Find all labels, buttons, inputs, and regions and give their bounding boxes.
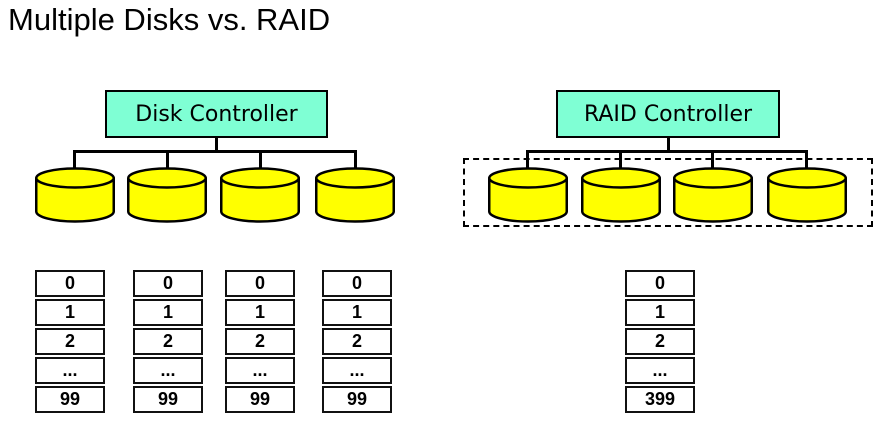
disk-cylinder-icon [767, 167, 847, 223]
block-cell: 2 [625, 328, 695, 355]
drop-line [259, 150, 262, 172]
raid-array-boundary [463, 158, 873, 227]
disk-cylinder-icon [35, 167, 115, 223]
bus-line [526, 150, 808, 153]
block-cell: 0 [133, 270, 203, 297]
block-column: 0 1 2 ... 99 [225, 270, 295, 413]
block-cell: ... [225, 357, 295, 384]
drop-line [354, 150, 357, 172]
drop-line [526, 150, 529, 172]
drop-line [805, 150, 808, 172]
block-cell: 99 [133, 386, 203, 413]
block-cell: ... [322, 357, 392, 384]
block-cell: 1 [625, 299, 695, 326]
disk-controller-label: Disk Controller [135, 101, 298, 127]
block-cell: 1 [133, 299, 203, 326]
block-cell: 2 [225, 328, 295, 355]
block-cell: 99 [225, 386, 295, 413]
drop-line [73, 150, 76, 172]
block-cell: 0 [225, 270, 295, 297]
disk-controller-box: Disk Controller [105, 90, 328, 138]
disk-cylinder-icon [673, 167, 753, 223]
block-cell: 2 [133, 328, 203, 355]
block-cell: ... [625, 357, 695, 384]
raid-controller-label: RAID Controller [583, 101, 753, 127]
block-cell: 1 [35, 299, 105, 326]
block-cell: 99 [35, 386, 105, 413]
block-cell: ... [35, 357, 105, 384]
controller-stem-line [667, 136, 670, 152]
block-cell: 0 [35, 270, 105, 297]
drop-line [711, 150, 714, 172]
block-cell: 0 [322, 270, 392, 297]
disk-cylinder-icon [220, 167, 300, 223]
block-cell: 1 [322, 299, 392, 326]
block-cell: 2 [322, 328, 392, 355]
disk-cylinder-icon [581, 167, 661, 223]
block-column: 0 1 2 ... 399 [625, 270, 695, 413]
block-cell: ... [133, 357, 203, 384]
controller-stem-line [215, 136, 218, 152]
block-cell: 2 [35, 328, 105, 355]
raid-controller-box: RAID Controller [556, 90, 780, 138]
page-title: Multiple Disks vs. RAID [8, 2, 331, 37]
block-column: 0 1 2 ... 99 [35, 270, 105, 413]
disk-cylinder-icon [488, 167, 568, 223]
drop-line [619, 150, 622, 172]
block-column: 0 1 2 ... 99 [322, 270, 392, 413]
block-cell: 99 [322, 386, 392, 413]
block-cell: 399 [625, 386, 695, 413]
bus-line [73, 150, 357, 153]
disk-cylinder-icon [315, 167, 395, 223]
drop-line [166, 150, 169, 172]
disk-cylinder-icon [127, 167, 207, 223]
block-cell: 1 [225, 299, 295, 326]
block-column: 0 1 2 ... 99 [133, 270, 203, 413]
block-cell: 0 [625, 270, 695, 297]
